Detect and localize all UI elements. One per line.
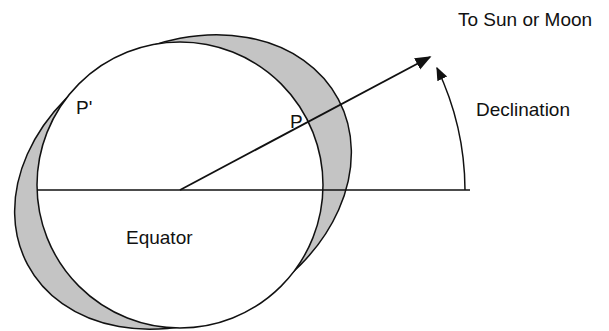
declination-arc — [437, 68, 465, 190]
tidal-bulge — [0, 0, 403, 331]
direction-arrow — [180, 57, 430, 190]
point-label: P' — [76, 98, 92, 119]
equator-label: Equator — [124, 228, 195, 249]
angle-label: Declination — [476, 100, 570, 121]
earth-circle — [37, 42, 323, 328]
equator-line — [37, 189, 470, 191]
point-label: P — [290, 112, 303, 133]
target-label: To Sun or Moon — [458, 10, 592, 31]
